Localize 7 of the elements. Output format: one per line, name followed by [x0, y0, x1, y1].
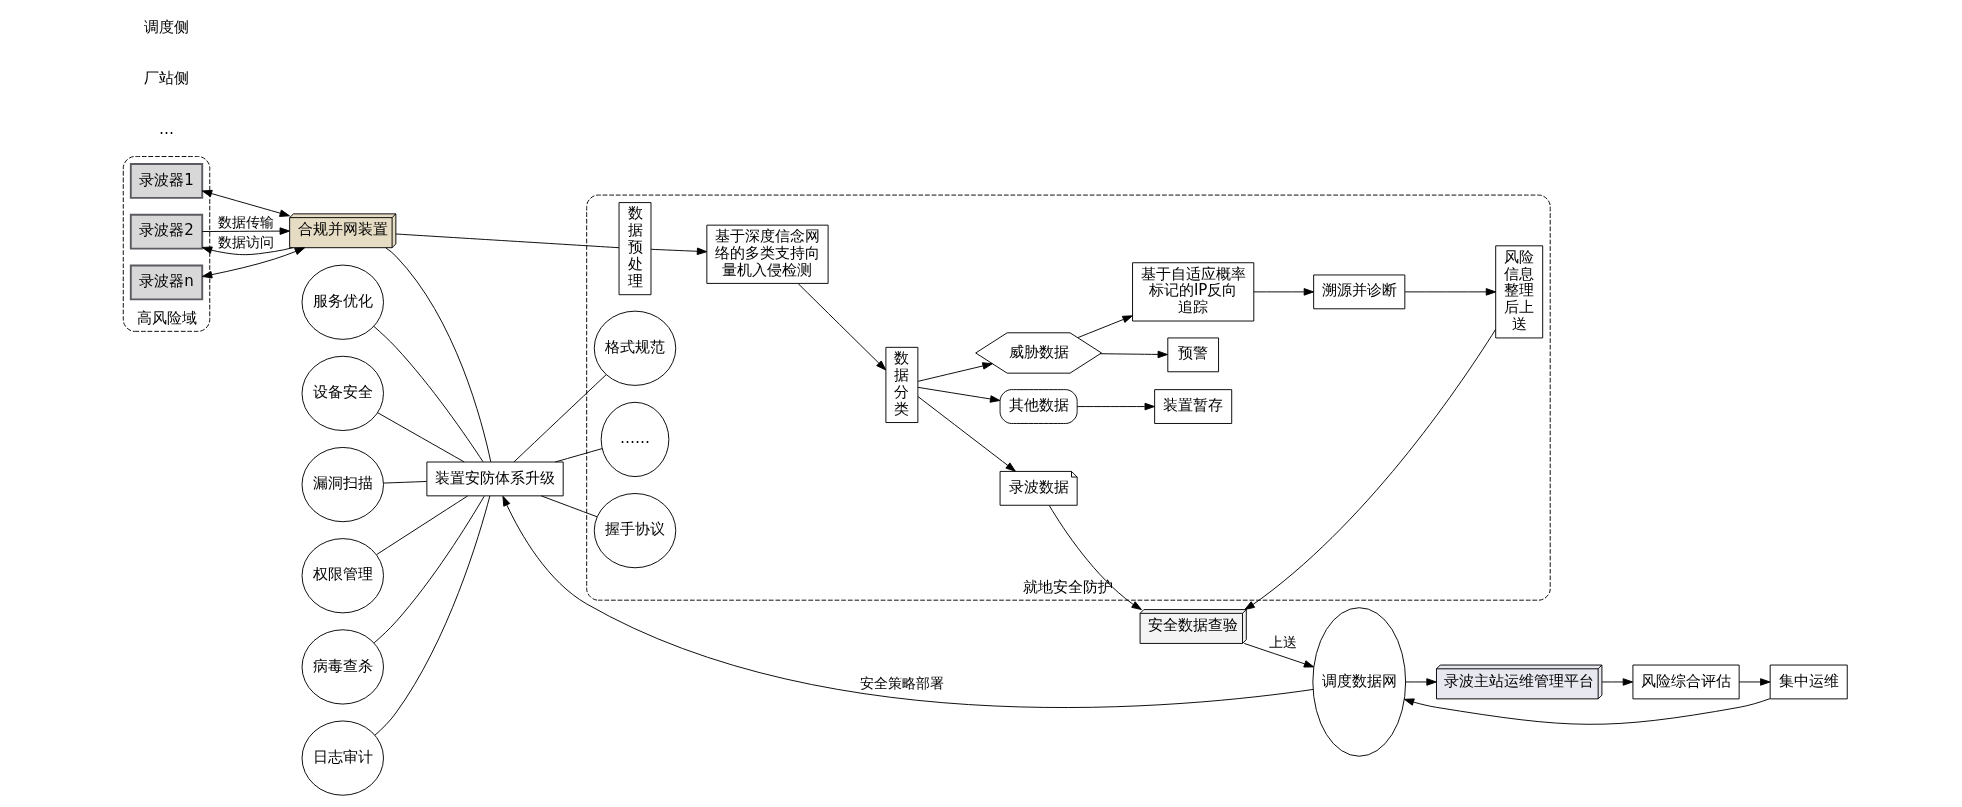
- edge-label: 数据访问: [217, 233, 274, 250]
- label: …: [158, 119, 174, 138]
- label: 厂站侧: [143, 69, 189, 88]
- edge-label: 安全策略部署: [859, 674, 944, 691]
- edge-label: 上送: [1268, 634, 1297, 651]
- label: 调度侧: [143, 18, 189, 37]
- edge-label: 数据传输: [217, 214, 274, 231]
